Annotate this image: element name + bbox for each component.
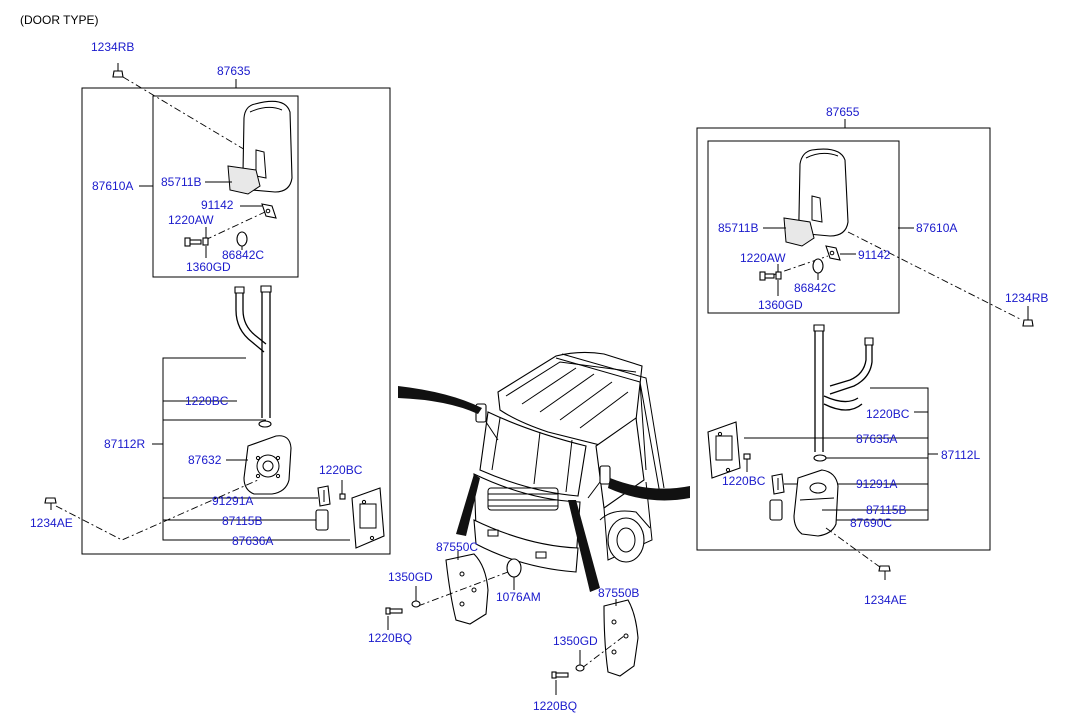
label-87632: 87632	[188, 453, 222, 467]
label-1076am: 1076AM	[496, 590, 541, 604]
label-85711b-left: 85711B	[161, 175, 201, 189]
label-87112r: 87112R	[104, 437, 145, 451]
bushing-87115b-left	[315, 509, 329, 531]
bolt-1220bc-right2	[743, 453, 751, 472]
washer-1220bc-right	[813, 454, 827, 462]
label-87610a-right: 87610A	[916, 221, 957, 235]
label-1220bq-a: 1220BQ	[368, 631, 412, 645]
label-87636a: 87636A	[232, 534, 273, 548]
label-87550b: 87550B	[598, 586, 639, 600]
label-1234rb-right: 1234RB	[1005, 291, 1048, 305]
cap-86842c-left	[236, 231, 248, 247]
label-1360gd-left: 1360GD	[186, 260, 231, 274]
label-1350gd-a: 1350GD	[388, 570, 433, 584]
label-86842c-right: 86842C	[794, 281, 836, 295]
bracket-91142-left	[261, 203, 277, 219]
bolt-1234ae-right	[878, 565, 891, 580]
label-87610a-left: 87610A	[92, 179, 133, 193]
right-mirror-stay	[813, 324, 874, 452]
part-labels: 1234RB 87635 87610A 85711B 91142 1220AW …	[30, 40, 1048, 713]
label-86842c-left: 86842C	[222, 248, 264, 262]
label-91291a-right: 91291A	[856, 477, 897, 491]
bushing-87115b-right	[769, 499, 783, 521]
label-87550c: 87550C	[436, 540, 478, 554]
clip-91291a-left	[317, 485, 331, 507]
clip-91291a-right	[771, 473, 785, 495]
callout-band-right-flap	[568, 500, 600, 592]
label-1234ae-right: 1234AE	[864, 593, 907, 607]
glass-85711b-left	[227, 165, 261, 195]
left-mirror-stay	[234, 285, 272, 418]
right-mirror-head-frame	[707, 140, 900, 314]
mudflap-87550c	[445, 553, 489, 625]
label-87115b-left: 87115B	[222, 514, 262, 528]
plate-87635a	[707, 421, 741, 479]
label-87635a: 87635A	[856, 432, 897, 446]
left-assembly-frame	[81, 87, 391, 555]
bracket-91142-right	[825, 245, 841, 261]
label-91142-right: 91142	[858, 248, 891, 262]
callout-band-left-mirror	[398, 386, 482, 414]
bolt-1234ae-left	[44, 497, 57, 510]
washer-1220bc-left	[258, 420, 272, 428]
label-1220aw-left: 1220AW	[168, 213, 214, 227]
truck-cab-illustration	[473, 351, 665, 573]
label-1360gd-right: 1360GD	[758, 298, 803, 312]
label-1220bc-right: 1220BC	[866, 407, 910, 421]
label-1234rb-left: 1234RB	[91, 40, 134, 54]
label-87635: 87635	[217, 64, 251, 78]
label-91291a-left: 91291A	[212, 494, 253, 508]
label-1220bq-b: 1220BQ	[533, 699, 577, 713]
screw-1220aw-right	[759, 271, 782, 281]
base-87690c	[793, 469, 839, 537]
cab-mirror-right	[599, 465, 611, 485]
label-1220aw-right: 1220AW	[740, 251, 786, 265]
label-87655: 87655	[826, 105, 860, 119]
label-1234ae-left: 1234AE	[30, 516, 73, 530]
label-1220bc-left: 1220BC	[185, 394, 229, 408]
right-mirror-head	[783, 148, 849, 247]
label-85711b-right: 85711B	[718, 221, 758, 235]
label-1220bc-right2: 1220BC	[722, 474, 766, 488]
right-mirror-assembly	[696, 119, 1034, 580]
screw-1220aw-left	[184, 237, 209, 247]
label-87115b-right: 87115B	[866, 503, 906, 517]
callout-band-right-mirror	[608, 478, 690, 501]
washer-1350gd-b	[575, 664, 585, 672]
left-mirror-head	[227, 100, 293, 195]
callout-band-left-flap	[456, 474, 480, 536]
glass-85711b-right	[783, 217, 815, 247]
label-1350gd-b: 1350GD	[553, 634, 598, 648]
cap-1076am	[506, 558, 522, 578]
label-1220bc-left2: 1220BC	[319, 463, 363, 477]
plate-87636a-left	[351, 487, 385, 549]
truck-wheel	[607, 517, 645, 563]
bolt-1234rb-left	[112, 63, 124, 78]
bolt-1220bc-left2	[339, 480, 346, 500]
washer-1350gd-a	[411, 600, 421, 608]
bolt-1220bq-b	[551, 671, 569, 679]
diagram-title: (DOOR TYPE)	[20, 13, 98, 27]
label-87112l: 87112L	[941, 448, 980, 462]
label-87690c: 87690C	[850, 516, 892, 530]
label-91142-left: 91142	[201, 198, 234, 212]
bolt-1234rb-right	[1022, 306, 1034, 327]
base-87632-left	[243, 435, 292, 495]
right-assembly-frame	[696, 127, 991, 551]
bolt-1220bq-a	[385, 607, 403, 615]
left-mirror-assembly	[44, 63, 391, 555]
cap-86842c-right	[812, 258, 824, 274]
